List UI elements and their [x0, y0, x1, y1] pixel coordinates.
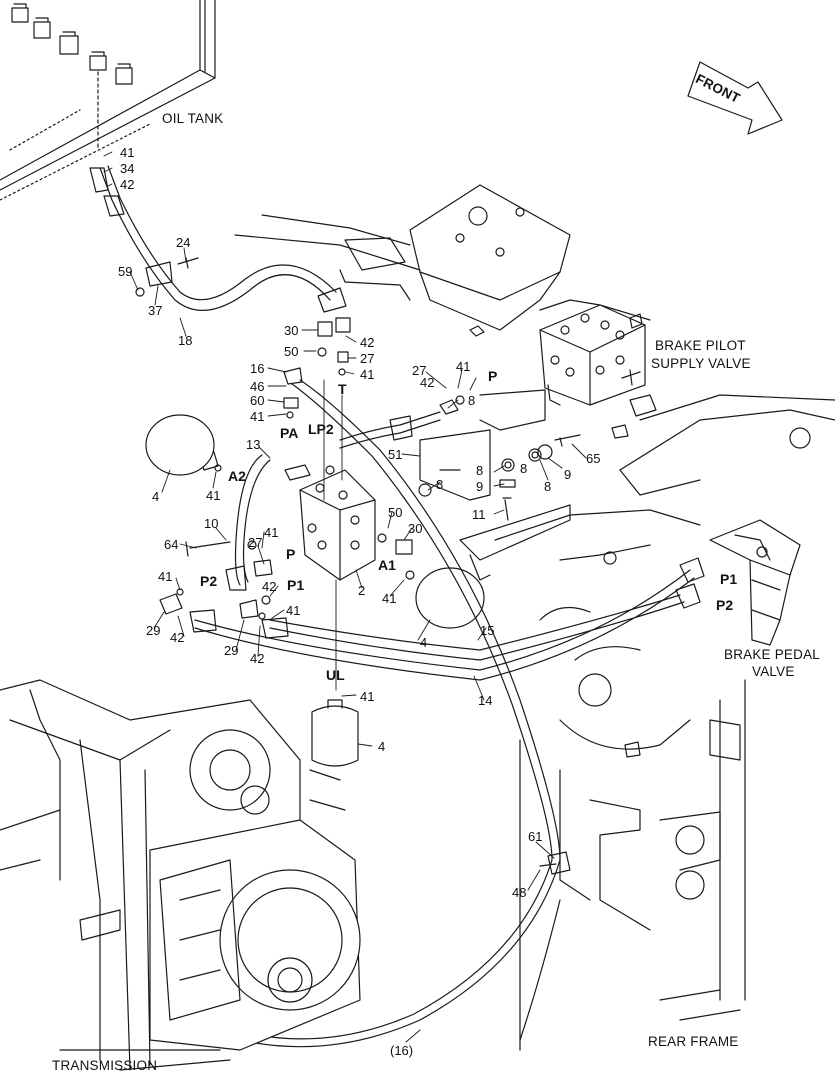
- frame-structure: [234, 184, 835, 1051]
- hose-14-15: [189, 557, 705, 681]
- callout-13: 13: [246, 437, 261, 452]
- callout-4: 4: [152, 489, 160, 504]
- callout-42: 42: [360, 335, 375, 350]
- callout-15: 15: [480, 623, 495, 638]
- callout-51: 51: [388, 447, 403, 462]
- caps-row: [11, 3, 133, 151]
- port-a1: A1: [378, 557, 396, 573]
- bracket-51: [418, 389, 581, 581]
- callout-8: 8: [436, 477, 444, 492]
- callout-9: 9: [564, 467, 572, 482]
- callout-61: 61: [528, 829, 543, 844]
- valve-block: [284, 464, 376, 581]
- port-t: T: [338, 381, 347, 397]
- callout-27: 27: [360, 351, 375, 366]
- port-lp2: LP2: [308, 421, 334, 437]
- callout-41: 41: [120, 145, 135, 160]
- callout-41: 41: [360, 367, 375, 382]
- callout-41: 41: [250, 409, 265, 424]
- callout-30: 30: [408, 521, 423, 536]
- callout-2: 2: [358, 583, 366, 598]
- brake-pedal-valve: [709, 519, 801, 646]
- hose-18: [89, 165, 347, 313]
- callout-41: 41: [456, 359, 471, 374]
- brake-pilot-caption-1: BRAKE PILOT: [655, 338, 746, 353]
- rear-frame-caption: REAR FRAME: [648, 1034, 739, 1049]
- callout-60: 60: [250, 393, 265, 408]
- callout-41: 41: [382, 591, 397, 606]
- front-arrow-icon: [687, 61, 783, 135]
- oil-tank-caption: OIL TANK: [162, 111, 224, 126]
- callout-46: 46: [250, 379, 265, 394]
- callout-29: 29: [224, 643, 239, 658]
- callout-42: 42: [120, 177, 135, 192]
- callout-34: 34: [120, 161, 135, 176]
- port-pa: PA: [280, 425, 299, 441]
- callout-11: 11: [472, 507, 486, 522]
- callout-24: 24: [176, 235, 191, 250]
- oil-tank-outline: [0, 0, 216, 201]
- brake-pilot-valve: [539, 304, 646, 406]
- callout-8: 8: [544, 479, 552, 494]
- port-p-pilot: P: [488, 368, 498, 384]
- callout-41: 41: [206, 488, 221, 503]
- callout-65: 65: [586, 451, 601, 466]
- callout-8: 8: [476, 463, 484, 478]
- callout-37: 37: [148, 303, 163, 318]
- callout-16-paren: (16): [390, 1043, 414, 1058]
- port-p1-pedal: P1: [720, 571, 738, 587]
- callout-8: 8: [468, 393, 476, 408]
- callout-41: 41: [360, 689, 375, 704]
- callout-42: 42: [420, 375, 435, 390]
- callout-10: 10: [204, 516, 219, 531]
- callout-27: 27: [248, 535, 263, 550]
- callout-64: 64: [164, 537, 179, 552]
- callout-42: 42: [170, 630, 185, 645]
- callout-27: 27: [412, 363, 427, 378]
- transmission: [0, 679, 361, 1071]
- port-p2-valve: P2: [200, 573, 218, 589]
- callout-41: 41: [264, 525, 279, 540]
- callout-41: 41: [286, 603, 301, 618]
- port-p1-valve: P1: [287, 577, 305, 593]
- callout-18: 18: [178, 333, 193, 348]
- hose-lp2: [339, 411, 441, 449]
- callout-leaders: [103, 151, 587, 1043]
- fittings: [159, 317, 415, 620]
- callout-14: 14: [478, 693, 493, 708]
- port-a2: A2: [228, 468, 246, 484]
- callout-50: 50: [388, 505, 403, 520]
- callout-29: 29: [146, 623, 161, 638]
- callout-50: 50: [284, 344, 299, 359]
- callout-16: 16: [250, 361, 265, 376]
- transmission-caption: TRANSMISSION: [52, 1058, 158, 1073]
- callout-48: 48: [512, 885, 527, 900]
- callout-4: 4: [378, 739, 386, 754]
- callout-42: 42: [250, 651, 265, 666]
- callout-59: 59: [118, 264, 133, 279]
- port-ul: UL: [326, 667, 345, 683]
- hose-13: [225, 454, 271, 591]
- callout-8: 8: [520, 461, 528, 476]
- brake-pilot-caption-2: SUPPLY VALVE: [651, 356, 751, 371]
- leader-lines: [323, 379, 343, 691]
- callout-30: 30: [284, 323, 299, 338]
- accumulator-icon: [145, 414, 485, 767]
- callout-4: 4: [420, 635, 428, 650]
- callout-9: 9: [476, 479, 484, 494]
- callout-41: 41: [158, 569, 173, 584]
- brake-pedal-caption-2: VALVE: [752, 664, 795, 679]
- callout-42: 42: [262, 579, 277, 594]
- port-p2-pedal: P2: [716, 597, 734, 613]
- port-p: P: [286, 546, 296, 562]
- brake-pedal-caption-1: BRAKE PEDAL: [724, 647, 820, 662]
